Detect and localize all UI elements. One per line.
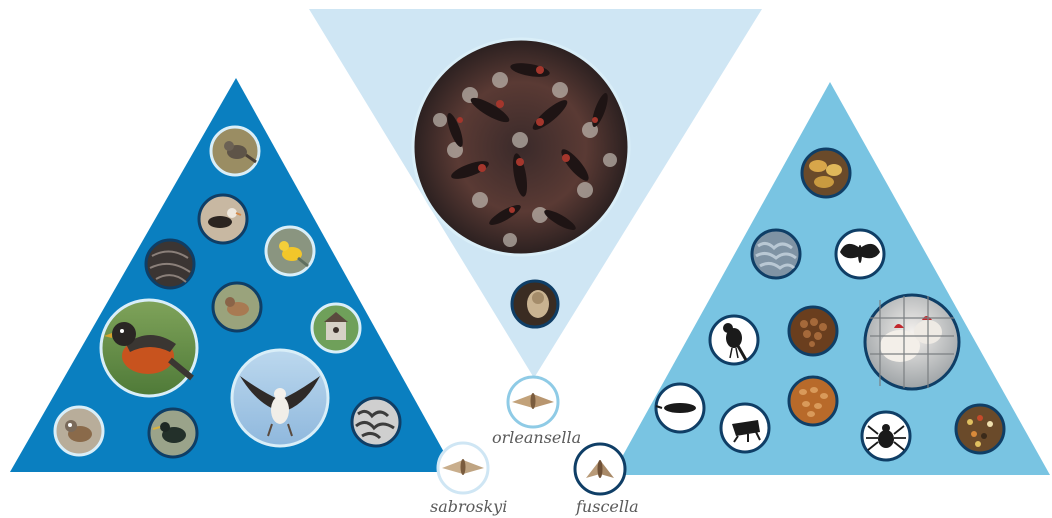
magpie-photo bbox=[710, 316, 758, 364]
spider-photo bbox=[862, 412, 910, 460]
seed-mix-photo bbox=[956, 405, 1004, 453]
label-orleansella: orleansella bbox=[492, 428, 581, 447]
house-sparrow-photo bbox=[55, 407, 103, 455]
birdhouse-icon bbox=[312, 304, 360, 352]
butterfly-photo bbox=[836, 230, 884, 278]
osprey-photo bbox=[232, 350, 328, 446]
grains-photo bbox=[789, 377, 837, 425]
bat-icon bbox=[512, 281, 558, 327]
feathers-icon bbox=[146, 240, 194, 288]
chicken-photo bbox=[865, 295, 959, 389]
pellets-photo bbox=[789, 307, 837, 355]
beetle-photo bbox=[721, 404, 769, 452]
warbler-photo bbox=[266, 227, 314, 275]
label-fuscella: fuscella bbox=[576, 497, 639, 516]
moth-orleansella bbox=[508, 377, 558, 427]
label-sabroskyi: sabroskyi bbox=[430, 497, 507, 516]
feather-pattern-photo bbox=[352, 398, 400, 446]
moth-fuscella bbox=[575, 444, 625, 494]
flycatcher-photo bbox=[211, 127, 259, 175]
robin-photo bbox=[101, 300, 197, 396]
sparrow-photo bbox=[213, 283, 261, 331]
caracara-photo bbox=[199, 195, 247, 243]
rodent-photo bbox=[656, 384, 704, 432]
wasp-nest-icon bbox=[413, 39, 629, 255]
moth-sabroskyi bbox=[438, 443, 488, 493]
starling-photo bbox=[149, 409, 197, 457]
potatoes-photo bbox=[802, 149, 850, 197]
wool-photo bbox=[752, 230, 800, 278]
